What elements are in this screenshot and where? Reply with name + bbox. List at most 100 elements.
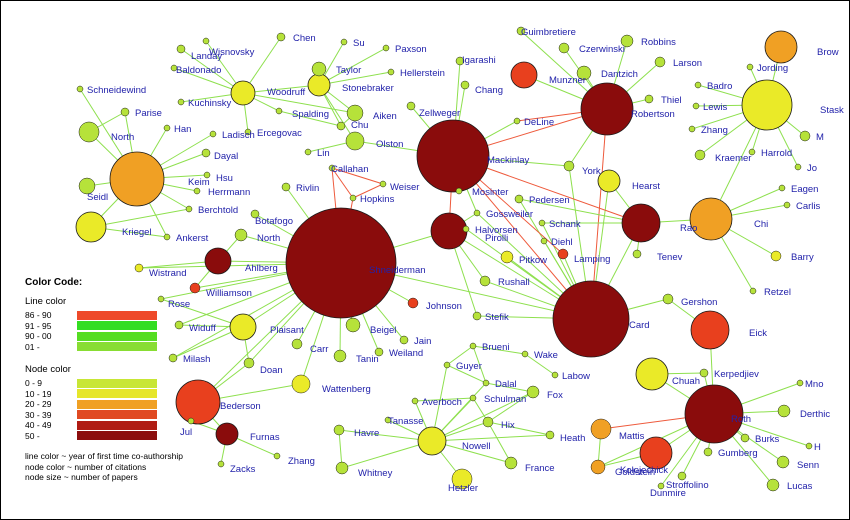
author-label-eick: Eick: [749, 328, 767, 339]
author-label-wake: Wake: [534, 350, 558, 361]
author-node-herrmann: [193, 187, 201, 195]
line-color-legend-row: 91 - 95: [25, 321, 235, 332]
author-node-ahlberg: [204, 247, 232, 275]
coauthor-edge: [431, 434, 551, 442]
author-node-guyer: [443, 361, 451, 369]
author-node-hellerstein: [387, 68, 395, 76]
author-label-aiken: Aiken: [373, 111, 397, 122]
author-node-hopkins: [349, 194, 357, 202]
author-node-doan: [243, 357, 255, 369]
node-color-legend-label: 0 - 9: [25, 378, 43, 389]
coauthor-edge: [338, 429, 343, 469]
node-color-legend-row: 50 -: [25, 431, 235, 442]
legend-notes: line color ~ year of first time co-autho…: [25, 451, 235, 483]
author-label-hix: Hix: [501, 420, 515, 431]
author-label-jo: Jo: [807, 163, 817, 174]
node-color-legend-swatch: [77, 420, 157, 430]
author-node-dalal: [482, 379, 490, 387]
author-label-guyer: Guyer: [456, 361, 482, 372]
author-label-kerpedjiev: Kerpedjiev: [714, 369, 759, 380]
author-label-mc: M: [816, 132, 824, 143]
author-label-dayal: Dayal: [214, 151, 238, 162]
author-node-robertson: [580, 82, 634, 136]
author-node-plaisant: [229, 313, 257, 341]
author-label-card: Card: [629, 320, 650, 331]
author-node-deline: [513, 117, 521, 125]
author-node-rushall: [479, 275, 491, 287]
author-node-tenev: [632, 249, 642, 259]
author-label-burks: Burks: [755, 434, 780, 445]
author-node-schank: [538, 219, 546, 227]
author-label-labow: Labow: [562, 371, 590, 382]
author-node-chu: [336, 121, 346, 131]
author-label-schank: Schank: [549, 219, 581, 230]
author-node-kuchinsky: [177, 98, 185, 106]
author-node-retzel: [749, 287, 757, 295]
author-label-kriegel: Kriegel: [122, 227, 152, 238]
author-label-north_mid: North: [257, 233, 280, 244]
author-node-gumberg: [703, 447, 713, 457]
node-color-legend-swatch: [77, 410, 157, 420]
author-node-lewis: [692, 102, 700, 110]
author-node-tanin: [333, 349, 347, 363]
line-color-legend-row: 90 - 00: [25, 331, 235, 342]
author-label-olston: Olston: [376, 139, 403, 150]
author-node-mno: [796, 379, 804, 387]
author-node-lin: [304, 148, 312, 156]
author-node-chen: [276, 32, 286, 42]
author-label-paxson: Paxson: [395, 44, 427, 55]
author-label-weiland: Weiland: [389, 348, 423, 359]
author-node-senn: [776, 455, 790, 469]
node-color-legend-label: 30 - 39: [25, 409, 52, 420]
author-label-doan: Doan: [260, 365, 283, 376]
author-node-pedersen: [514, 194, 524, 204]
author-node-widuff: [174, 320, 184, 330]
author-label-mosinter: Mosinter: [472, 187, 508, 198]
author-node-dunmire: [657, 482, 665, 490]
author-label-ercegovac: Ercegovac: [257, 128, 302, 139]
author-label-averboch: Averboch: [422, 397, 462, 408]
author-label-zhang_ur: Zhang: [701, 125, 728, 136]
author-node-schulman: [469, 394, 477, 402]
author-node-zhang_ur: [688, 125, 696, 133]
author-label-jain: Jain: [414, 336, 431, 347]
coauthor-edge: [338, 429, 433, 442]
node-color-legend-swatch: [77, 389, 157, 399]
author-node-parise: [120, 107, 130, 117]
coauthor-edge: [160, 298, 244, 328]
author-label-pitkow: Pitkow: [519, 255, 547, 266]
author-label-wattenberg: Wattenberg: [322, 384, 371, 395]
author-label-johnson: Johnson: [426, 301, 462, 312]
author-label-beigel: Beigel: [370, 325, 396, 336]
author-node-h_right: [805, 442, 813, 450]
author-node-furnas: [215, 422, 239, 446]
author-label-jording: Jording: [757, 63, 788, 74]
author-label-wistrand: Wistrand: [149, 268, 186, 279]
author-node-fox: [526, 385, 540, 399]
author-node-dantzich: [576, 65, 592, 81]
author-node-chang: [460, 80, 470, 90]
author-label-schneidewind: Schneidewind: [87, 85, 146, 96]
author-label-robbins: Robbins: [641, 37, 676, 48]
author-label-diehl: Diehl: [551, 237, 573, 248]
author-node-ankerst: [163, 233, 171, 241]
author-node-guimbretiere: [516, 26, 526, 36]
author-label-brown: Brow: [817, 47, 839, 58]
author-label-h_right: H: [814, 442, 821, 453]
node-color-title: Node color: [25, 364, 71, 375]
author-label-brueni: Brueni: [482, 342, 509, 353]
author-node-thiel: [644, 94, 654, 104]
author-node-han: [163, 124, 171, 132]
author-label-shneiderman: Shneiderman: [369, 265, 426, 276]
author-node-taylor: [311, 61, 327, 77]
author-node-munzner: [510, 61, 538, 89]
author-label-larson: Larson: [673, 58, 702, 69]
line-color-legend-label: 90 - 00: [25, 331, 52, 342]
author-node-rao: [621, 203, 661, 243]
author-node-rivlin: [281, 182, 291, 192]
author-node-landay: [176, 44, 186, 54]
author-label-gossweiler: Gossweiler: [486, 209, 533, 220]
author-label-herrmann: Herrmann: [208, 187, 250, 198]
author-node-robbins: [620, 34, 634, 48]
author-node-stefik: [472, 311, 482, 321]
